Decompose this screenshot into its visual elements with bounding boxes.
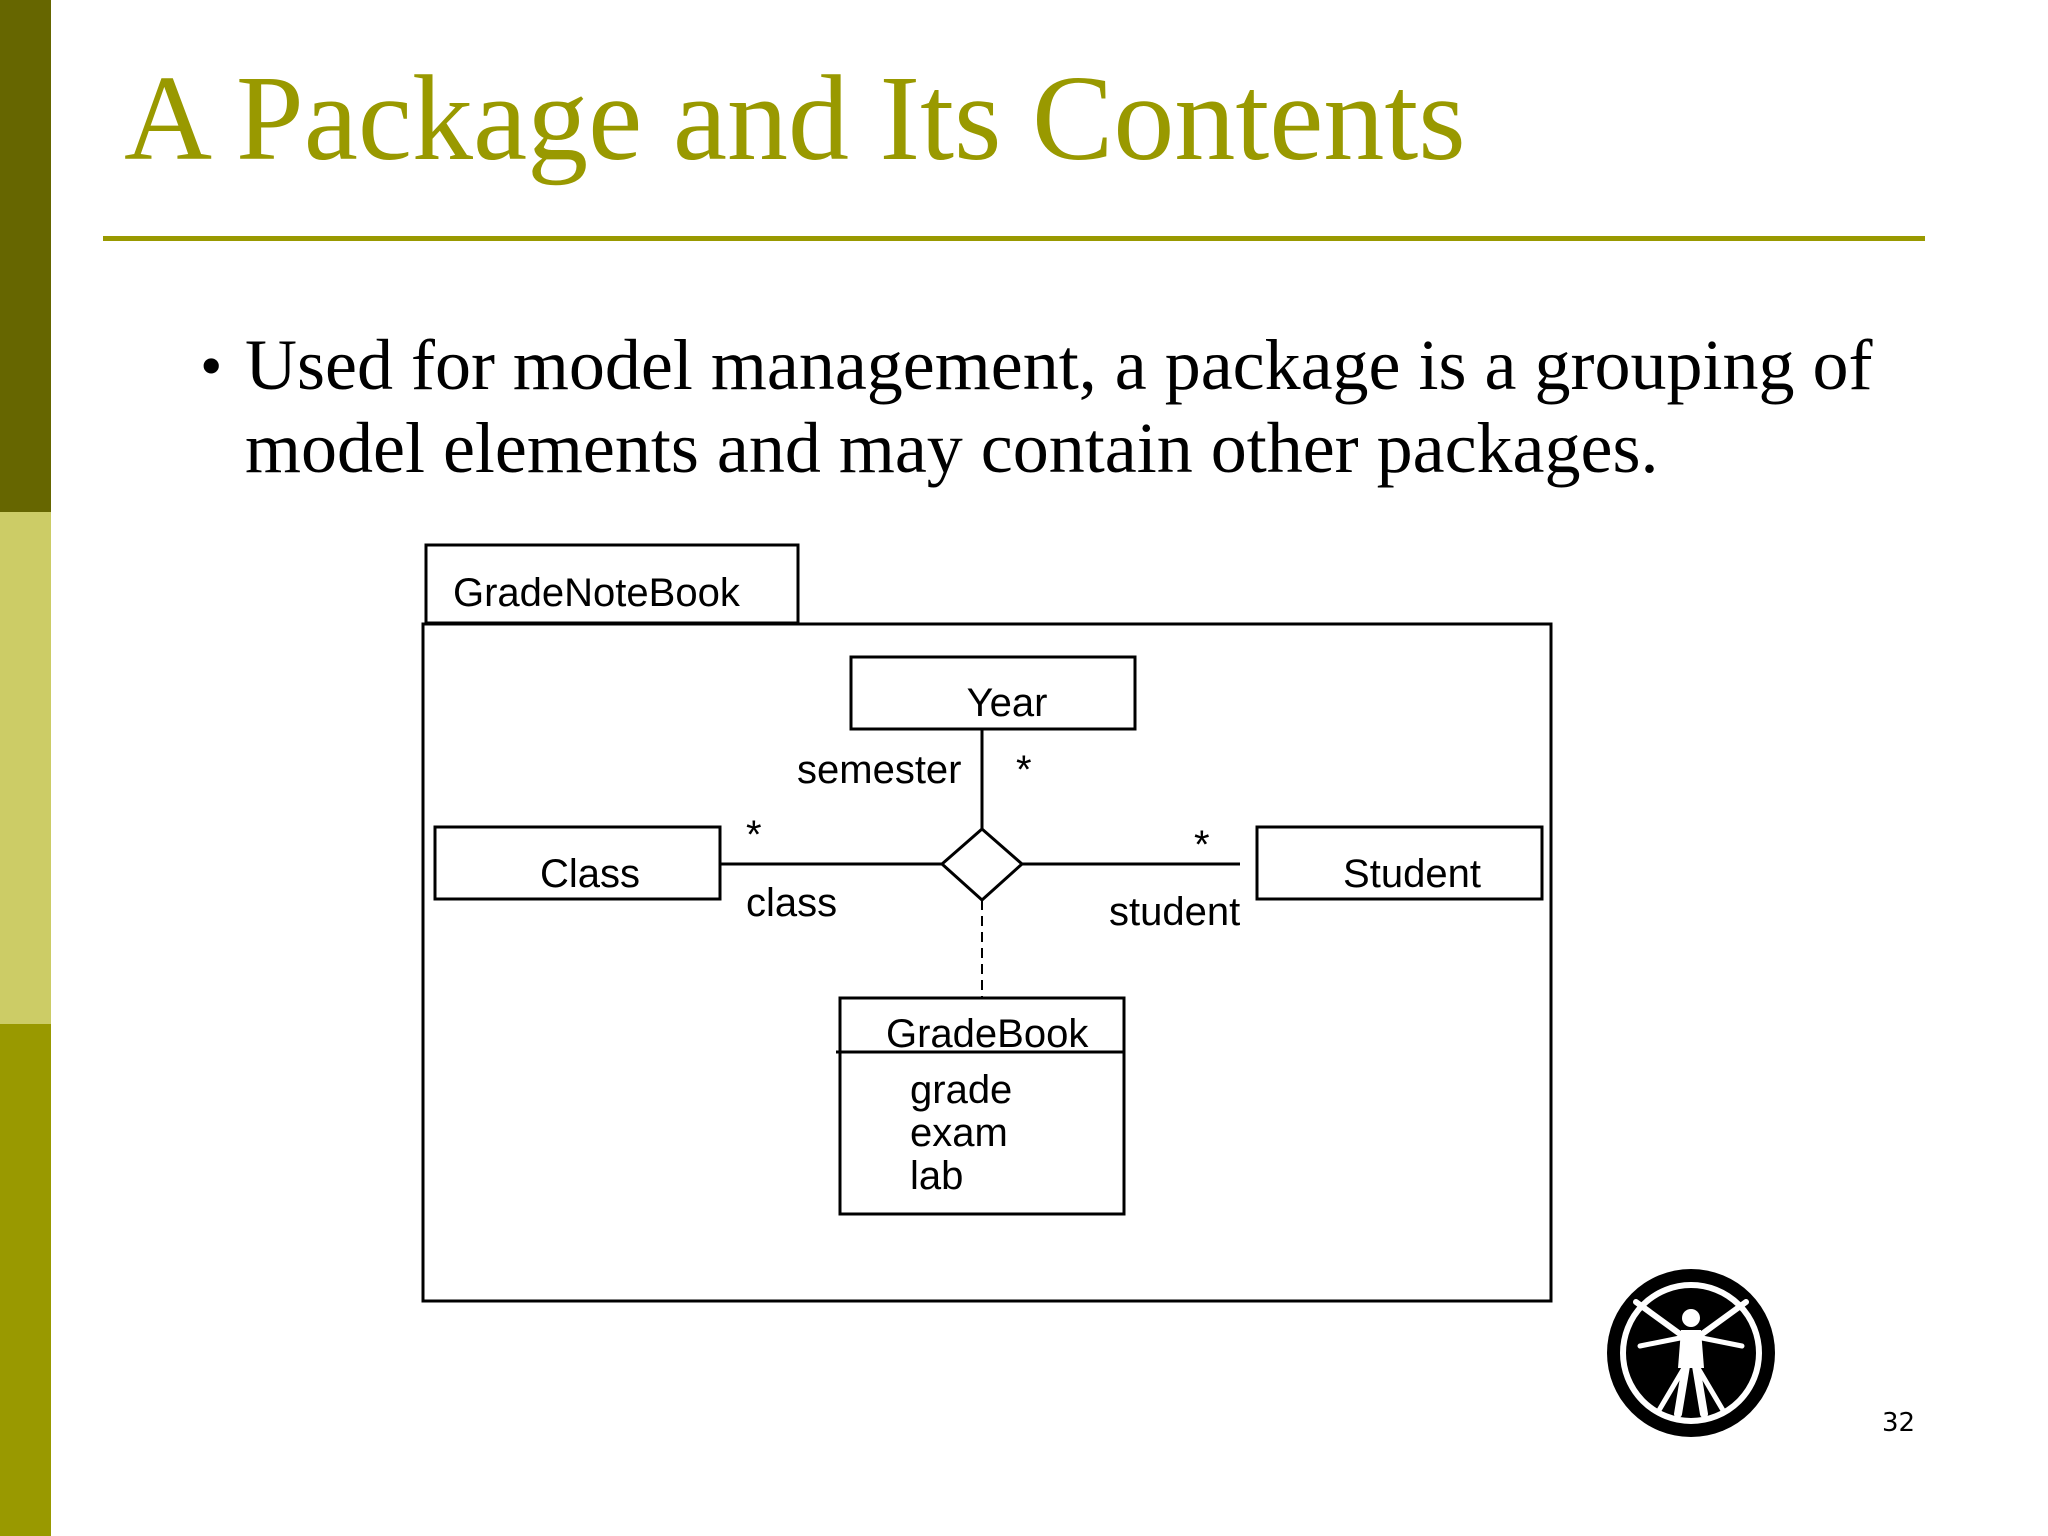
class-box-gradebook (838, 996, 1126, 1216)
gradebook-attribute-exam: exam (910, 1111, 1008, 1155)
bullet-text: Used for model management, a package is … (245, 325, 1873, 488)
class-name-student: Student (1343, 852, 1481, 896)
multiplicity-class: * (746, 813, 762, 857)
class-name-year: Year (967, 681, 1048, 725)
package-name: GradeNoteBook (453, 571, 741, 615)
role-class: class (746, 881, 837, 925)
gradebook-attribute-lab: lab (910, 1154, 963, 1198)
class-box-class (433, 825, 722, 901)
sidebar-middle-segment (0, 512, 51, 1024)
bullet-marker: • (200, 330, 223, 401)
slide-title: A Package and Its Contents (124, 51, 1466, 186)
sidebar-top-segment (0, 0, 51, 512)
multiplicity-student: * (1194, 823, 1210, 867)
vitruvian-man-icon (1607, 1269, 1775, 1437)
gradebook-attribute-grade: grade (910, 1068, 1012, 1112)
package-tab (424, 543, 800, 625)
class-box-year (849, 655, 1137, 731)
class-name-gradebook: GradeBook (886, 1012, 1089, 1056)
role-student: student (1109, 890, 1240, 934)
bullet-list: • Used for model management, a package i… (200, 324, 1900, 490)
bullet-item: • Used for model management, a package i… (200, 324, 1900, 490)
association-diamond (939, 827, 1025, 903)
title-divider (103, 236, 1925, 241)
role-semester: semester (797, 748, 962, 792)
sidebar-bottom-segment (0, 1024, 51, 1536)
class-name-class: Class (540, 852, 640, 896)
multiplicity-year: * (1016, 748, 1032, 792)
class-box-student (1255, 825, 1544, 901)
page-number: 32 (1882, 1408, 1916, 1438)
